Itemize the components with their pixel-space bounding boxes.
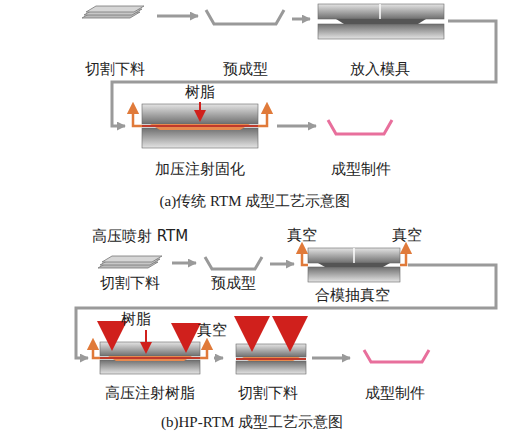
- vacuum-mold: [302, 248, 406, 282]
- vacuum-label: 真空: [392, 227, 422, 243]
- process-step: 放入模具: [312, 2, 448, 78]
- section-heading: 高压喷射 RTM: [92, 228, 188, 244]
- step-caption: 加压注射固化: [125, 160, 275, 178]
- process-step: 切割下料: [90, 250, 170, 292]
- process-step: 切割下料: [75, 2, 155, 78]
- step-caption: 合模抽真空: [296, 286, 408, 304]
- molded-part: [328, 120, 392, 134]
- step-caption: 切割下料: [225, 384, 310, 402]
- step-caption: 高压注射树脂: [88, 384, 212, 402]
- process-arrow: [112, 21, 496, 126]
- process-step: 成型制件: [352, 318, 437, 402]
- process-arrow: [157, 15, 198, 18]
- step-caption: 成型制件: [352, 384, 437, 402]
- molded-part: [364, 350, 429, 362]
- vacuum-label: 真空: [287, 227, 317, 243]
- process-step: 预成型: [198, 250, 268, 292]
- figure-caption: (a)传统 RTM 成型工艺示意图: [160, 193, 351, 209]
- preform: [205, 257, 262, 269]
- process-arrow: [270, 263, 294, 266]
- step-caption: 切割下料: [90, 274, 170, 292]
- hp-injection-mold: [93, 330, 207, 374]
- process-step: 预成型: [200, 2, 290, 78]
- step-caption: 成型制件: [318, 160, 403, 178]
- process-step: 成型制件: [318, 92, 403, 178]
- fiber-sheets: [82, 6, 144, 18]
- figure-caption: (b)HP-RTM 成型工艺示意图: [161, 414, 343, 430]
- vacuum-label: 真空: [197, 322, 227, 338]
- fiber-sheets: [98, 256, 162, 268]
- material-label: 树脂: [185, 84, 215, 100]
- process-arrow: [76, 265, 496, 358]
- preform: [206, 10, 284, 24]
- step-caption: 切割下料: [75, 60, 155, 78]
- process-step: 加压注射固化: [125, 92, 275, 178]
- process-step: 切割下料: [225, 318, 310, 402]
- step-caption: 放入模具: [312, 60, 448, 78]
- process-arrow: [277, 125, 316, 128]
- injection-mold: [133, 102, 267, 148]
- material-label: 树脂: [121, 311, 151, 327]
- press-mold: [236, 322, 306, 374]
- process-arrow: [172, 262, 196, 265]
- process-arrow: [312, 357, 350, 360]
- step-caption: 预成型: [200, 60, 290, 78]
- process-arrow: [292, 18, 310, 21]
- process-step: 高压注射树脂: [88, 318, 212, 402]
- mold: [318, 4, 444, 39]
- process-arrow: [214, 357, 223, 360]
- process-step: 合模抽真空: [296, 244, 408, 304]
- step-caption: 预成型: [198, 274, 268, 292]
